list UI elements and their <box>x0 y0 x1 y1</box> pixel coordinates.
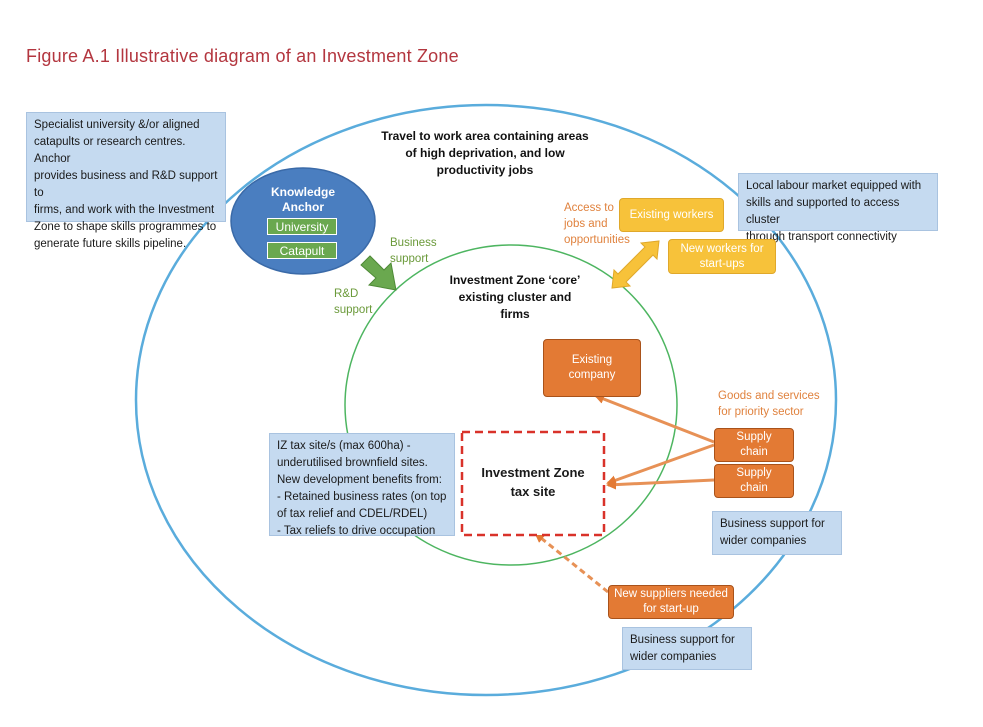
new-workers-box: New workers for start-ups <box>668 239 776 274</box>
business-support-label: Business support <box>390 237 437 265</box>
existing-company-box: Existing company <box>543 339 641 397</box>
business-support-note-2: Business support for wider companies <box>622 627 752 670</box>
anchor-note: Specialist university &/or aligned catap… <box>26 112 226 250</box>
supply-chain-box-1: Supply chain <box>714 428 794 462</box>
core-circle <box>344 244 678 566</box>
tax-site-box <box>460 430 606 537</box>
new-suppliers-box: New suppliers needed for start-up <box>608 585 734 619</box>
supply-arrow-to-taxsite-2 <box>606 478 715 490</box>
knowledge-anchor-title: Knowledge Anchor <box>270 185 335 214</box>
existing-workers-box: Existing workers <box>619 198 724 232</box>
outer-area-label: Travel to work area containing areas of … <box>381 129 589 177</box>
rd-support-label: R&D support <box>334 288 373 316</box>
tax-site-label: Investment Zone tax site <box>481 465 585 499</box>
business-support-note-1: Business support for wider companies <box>712 511 842 555</box>
new-suppliers-dashed-arrow <box>534 532 609 594</box>
tax-site-note: IZ tax site/s (max 600ha) - underutilise… <box>269 433 455 537</box>
figure-title: Figure A.1 Illustrative diagram of an In… <box>26 46 459 66</box>
core-label: Investment Zone ‘core’ existing cluster … <box>449 273 581 321</box>
labour-market-note: Local labour market equipped with skills… <box>738 173 938 243</box>
access-double-arrow <box>611 240 660 289</box>
access-label: Access to jobs and opportunities <box>564 202 630 246</box>
goods-services-label: Goods and services for priority sector <box>718 390 820 418</box>
university-label: University <box>267 218 337 235</box>
supply-chain-box-2: Supply chain <box>714 464 794 498</box>
supply-arrow-to-company <box>594 394 715 444</box>
outer-area-ellipse <box>134 103 838 697</box>
supply-arrow-to-taxsite-1 <box>606 443 715 486</box>
catapult-label: Catapult <box>267 242 337 259</box>
support-arrow <box>360 255 397 291</box>
